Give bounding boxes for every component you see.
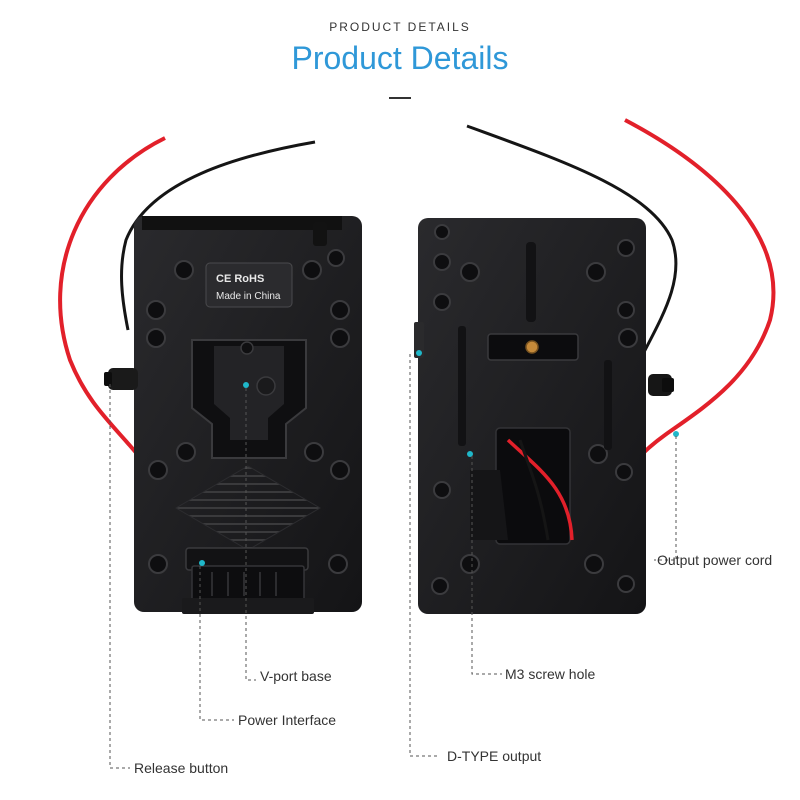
callout-power-interface: Power Interface xyxy=(238,712,337,728)
callout-vport-base: V-port base xyxy=(260,668,332,684)
vport-marker xyxy=(243,382,249,388)
badge-line-1: CE RoHS xyxy=(216,273,264,285)
back-screw-holes xyxy=(431,224,638,595)
leader-output xyxy=(654,436,677,561)
front-screw-holes xyxy=(146,249,350,574)
dtype-marker xyxy=(416,350,422,356)
top-latch xyxy=(313,222,327,246)
page-title: Product Details xyxy=(291,40,509,76)
front-plate-top-ridge xyxy=(142,216,342,230)
leader-m3 xyxy=(471,456,502,675)
cable-window xyxy=(495,427,571,545)
leader-power xyxy=(199,566,234,721)
output-cord-marker xyxy=(673,431,679,437)
front-plate: CE RoHS Made in China xyxy=(104,216,362,614)
back-plate xyxy=(414,218,674,614)
dtype-port xyxy=(414,322,424,358)
release-button xyxy=(108,368,138,390)
leader-vport xyxy=(245,388,256,681)
power-interface-marker xyxy=(199,560,205,566)
callout-leaders xyxy=(109,354,677,769)
callout-dtype-output: D-TYPE output xyxy=(447,748,542,764)
leader-dtype xyxy=(409,354,440,757)
red-cable-left xyxy=(58,136,166,472)
badge-line-2: Made in China xyxy=(216,291,281,302)
callout-m3-screw-hole: M3 screw hole xyxy=(505,666,596,682)
leader-release xyxy=(109,384,130,769)
m3-screw-marker xyxy=(467,451,473,457)
title-divider xyxy=(389,97,411,99)
section-kicker: PRODUCT DETAILS xyxy=(329,20,471,34)
callout-release-button: Release button xyxy=(134,760,229,776)
ce-rohs-badge xyxy=(205,262,293,308)
callout-output-power-cord: Output power cord xyxy=(657,552,773,568)
